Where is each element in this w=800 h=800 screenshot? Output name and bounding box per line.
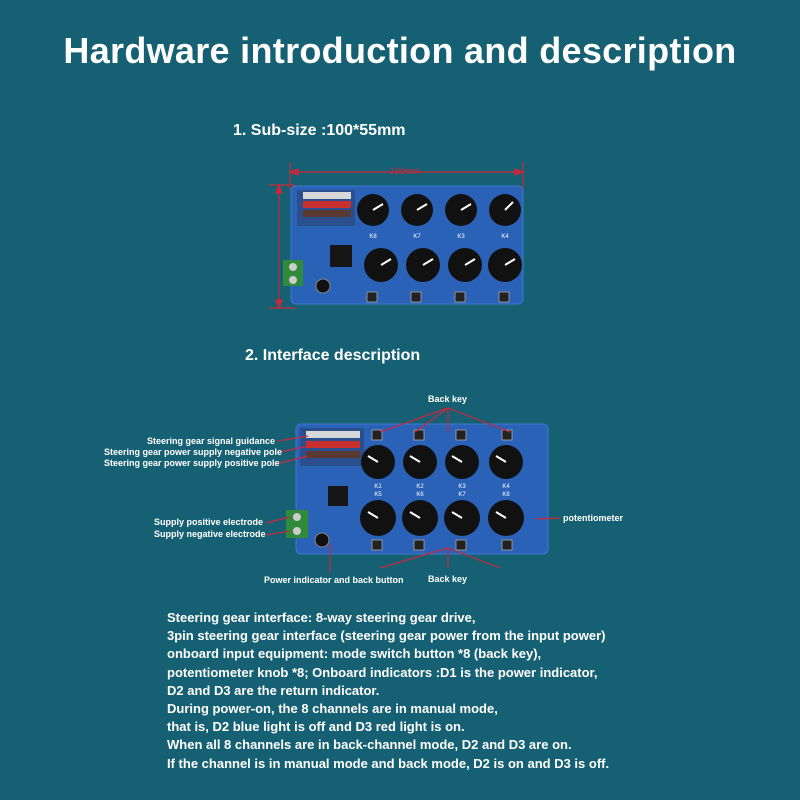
knob-label: K2: [416, 484, 424, 490]
dimension-annotations: [269, 162, 525, 310]
mcu-chip: [328, 486, 348, 506]
knob-label: K8: [502, 492, 510, 498]
description-line: If the channel is in manual mode and bac…: [167, 755, 610, 771]
knob-label: K7: [413, 234, 421, 240]
label-power-positive: Steering gear power supply positive pole: [104, 458, 280, 468]
capacitor: [314, 532, 330, 548]
knob-label: K6: [416, 492, 424, 498]
button-row: [366, 291, 510, 303]
pin-header: [300, 428, 364, 466]
description-block: Steering gear interface: 8-way steering …: [167, 609, 609, 773]
knob-label: K8: [369, 234, 377, 240]
knob-label: K1: [374, 484, 382, 490]
board-image-interface: K1 K2 K3 K4 K5 K6 K7 K8: [286, 423, 549, 555]
description-line: onboard input equipment: mode switch but…: [167, 646, 542, 662]
description-line: Steering gear interface: 8-way steering …: [167, 610, 476, 625]
dimension-width-label: 100mm: [390, 166, 420, 176]
knob-label: K4: [502, 484, 510, 490]
description-line: When all 8 channels are in back-channel …: [167, 737, 572, 753]
label-potentiometer: potentiometer: [563, 513, 624, 523]
label-signal-guidance: Steering gear signal guidance: [147, 436, 276, 446]
pin-header: [297, 190, 355, 226]
knob-label: K4: [501, 234, 509, 240]
knob-label: K7: [458, 492, 466, 498]
label-back-key-bottom: Back key: [428, 574, 468, 584]
board-image-size: 100mm 55mm K8 K7 K3 K4: [269, 162, 525, 310]
button-row-top: [371, 429, 513, 441]
terminal-block: [283, 260, 303, 286]
knob-label: K3: [458, 484, 466, 490]
label-supply-positive: Supply positive electrode: [154, 517, 264, 527]
description-line: that is, D2 blue light is off and D3 red…: [167, 719, 465, 735]
page-title: Hardware introduction and description: [63, 30, 737, 71]
description-line: During power-on, the 8 channels are in m…: [167, 701, 498, 717]
label-power-negative: Steering gear power supply negative pole: [104, 447, 283, 457]
description-line: potentiometer knob *8; Onboard indicator…: [167, 664, 598, 680]
knob-label: K3: [457, 234, 465, 240]
label-back-key-top: Back key: [428, 394, 468, 404]
label-supply-negative: Supply negative electrode: [154, 529, 266, 539]
section-heading-size: 1. Sub-size :100*55mm: [233, 122, 406, 139]
section-heading-interface: 2. Interface description: [245, 347, 421, 364]
button-row-bottom: [371, 539, 513, 551]
terminal-block: [286, 510, 308, 538]
description-line: 3pin steering gear interface (steering g…: [167, 628, 606, 644]
label-power-indicator: Power indicator and back button: [264, 575, 404, 585]
mcu-chip: [330, 245, 352, 267]
description-line: D2 and D3 are the return indicator.: [167, 682, 380, 698]
capacitor: [315, 278, 331, 294]
knob-label: K5: [374, 492, 382, 498]
